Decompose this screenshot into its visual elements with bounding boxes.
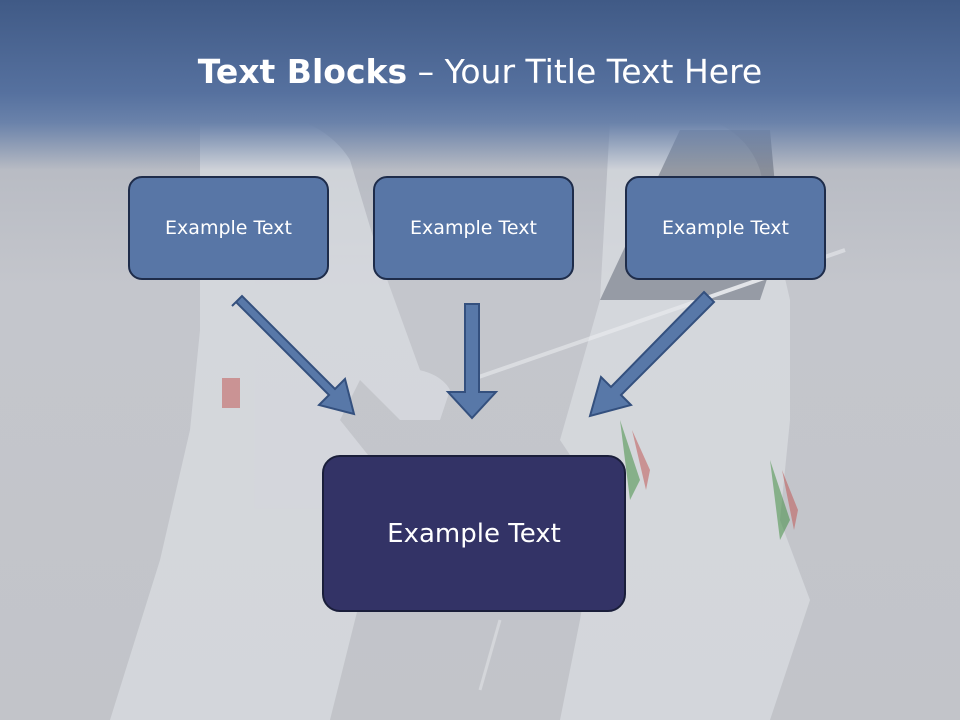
text-block-2-label: Example Text: [410, 217, 537, 239]
arrow-middle-icon: [445, 303, 499, 420]
main-text-block: Example Text: [322, 455, 626, 612]
text-block-3-label: Example Text: [662, 217, 789, 239]
arrow-left-icon: [231, 294, 356, 416]
arrow-right-icon: [588, 290, 716, 418]
slide-title: Text Blocks – Your Title Text Here: [0, 52, 960, 91]
main-text-block-label: Example Text: [387, 518, 561, 549]
title-bar: [0, 0, 960, 170]
title-rest: – Your Title Text Here: [417, 52, 763, 91]
title-bold: Text Blocks: [197, 52, 408, 91]
text-block-1: Example Text: [128, 176, 329, 280]
text-block-3: Example Text: [625, 176, 826, 280]
text-block-2: Example Text: [373, 176, 574, 280]
text-block-1-label: Example Text: [165, 217, 292, 239]
